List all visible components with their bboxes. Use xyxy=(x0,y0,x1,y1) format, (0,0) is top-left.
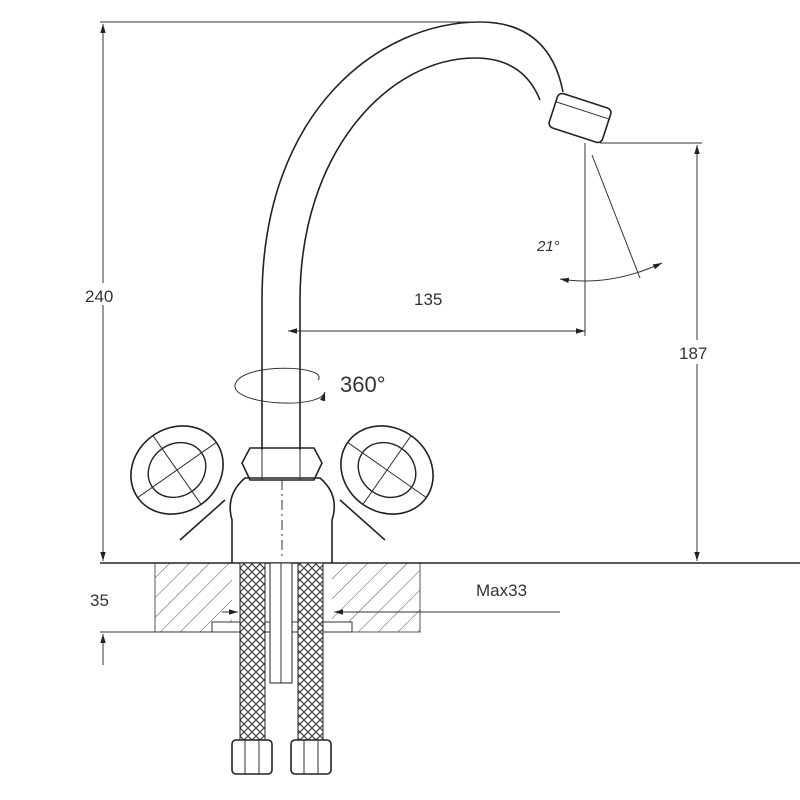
supply-hoses xyxy=(231,562,332,775)
rotation-label: 360° xyxy=(340,372,386,397)
countertop xyxy=(100,562,800,633)
max-counter-label: Max33 xyxy=(476,581,527,600)
dimension-spout-reach: 135 xyxy=(288,143,586,336)
hose-nut-left xyxy=(231,739,273,775)
spray-angle-label: 21° xyxy=(536,238,560,255)
dimension-spray-angle: 21° xyxy=(536,154,663,284)
dimension-spout-height: 187 xyxy=(600,142,718,561)
dimension-base-height: 35 xyxy=(90,591,212,665)
handle-left xyxy=(130,425,224,515)
hose-nut-right xyxy=(290,739,332,775)
handle-right xyxy=(340,425,434,515)
total-height-label: 240 xyxy=(85,287,113,306)
spout-reach-label: 135 xyxy=(414,290,442,309)
hex-nut xyxy=(241,447,323,481)
dimension-max-counter: Max33 xyxy=(222,581,560,615)
dimension-total-height: 240 xyxy=(82,21,490,561)
spout xyxy=(261,21,612,450)
spout-height-label: 187 xyxy=(679,344,707,363)
aerator-nozzle xyxy=(548,92,612,144)
rotation-indicator: 360° xyxy=(234,367,386,404)
faucet-body xyxy=(179,477,386,563)
base-height-label: 35 xyxy=(90,591,109,610)
